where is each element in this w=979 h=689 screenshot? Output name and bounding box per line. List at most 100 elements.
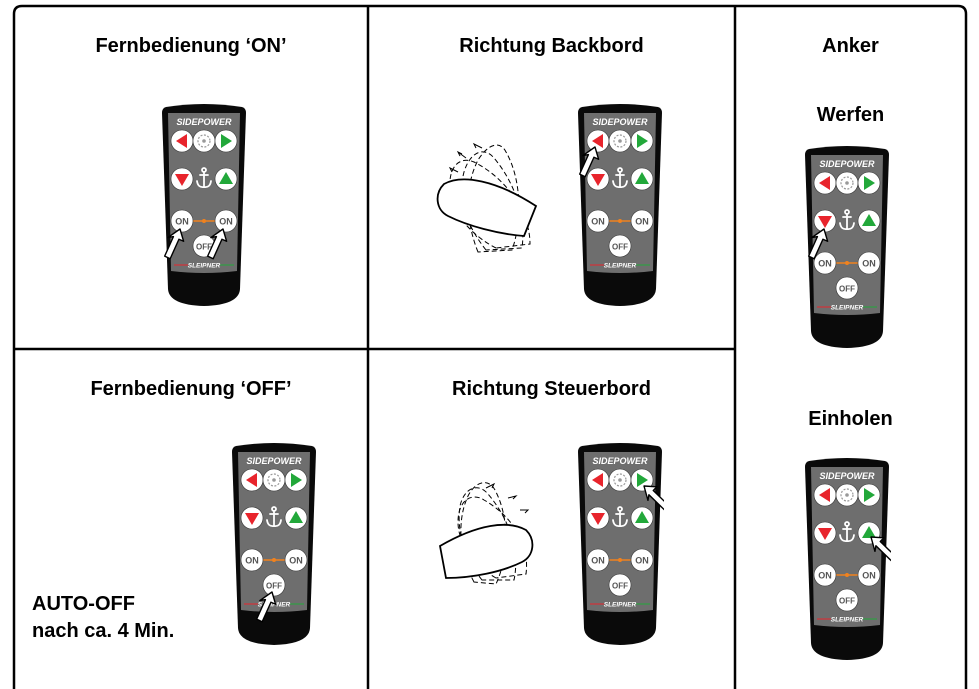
arrow-up-icon xyxy=(635,172,649,184)
status-led xyxy=(618,558,622,562)
anchor-icon xyxy=(612,506,628,528)
remote-control-on: SIDEPOWER ON ON OFF SLEIPNER xyxy=(160,103,248,307)
status-led xyxy=(272,558,276,562)
status-led xyxy=(845,573,849,577)
off-button xyxy=(835,588,859,612)
arrow-right-icon xyxy=(864,176,875,190)
boat-turning-starboard-icon xyxy=(438,482,534,585)
on-button-left xyxy=(170,209,194,233)
arrow-left-icon xyxy=(592,134,603,148)
auto-off-note: AUTO-OFF nach ca. 4 Min. xyxy=(32,591,174,645)
pointer-icon xyxy=(255,591,277,623)
remote-control-port: SIDEPOWER ON ON OFF SLEIPNER xyxy=(576,103,664,307)
cell-title-port: Richtung Backbord xyxy=(459,35,644,57)
arrow-right-icon xyxy=(864,488,875,502)
arrow-left-icon xyxy=(176,134,187,148)
remote-brand-label: SIDEPOWER xyxy=(176,117,232,127)
on-button-right-label: ON xyxy=(219,217,233,227)
arrow-down-icon xyxy=(175,174,189,186)
on-button-left-label: ON xyxy=(818,259,832,269)
remote-maker-label: SLEIPNER xyxy=(604,263,637,270)
on-button-right-label: ON xyxy=(635,217,649,227)
arrow-right-icon xyxy=(637,473,648,487)
remote-panel xyxy=(811,155,883,315)
thruster-icon xyxy=(840,176,854,190)
auto-off-note-line1: AUTO-OFF xyxy=(32,593,135,615)
status-led xyxy=(618,219,622,223)
arrow-down-icon xyxy=(245,513,259,525)
pointer-icon xyxy=(870,536,891,562)
pointer-icon xyxy=(578,146,600,178)
anchor-icon xyxy=(839,209,855,231)
arrow-up-icon xyxy=(219,172,233,184)
off-button-label: OFF xyxy=(839,285,855,294)
on-button-left-label: ON xyxy=(818,571,832,581)
on-button-left-label: ON xyxy=(245,556,259,566)
on-button-right xyxy=(630,548,654,572)
thruster-icon xyxy=(840,488,854,502)
remote-maker-label: SLEIPNER xyxy=(258,602,291,609)
cell-title-remote-off: Fernbedienung ‘OFF’ xyxy=(90,378,292,400)
on-button-right xyxy=(630,209,654,233)
arrow-down-icon xyxy=(591,174,605,186)
remote-brand-label: SIDEPOWER xyxy=(819,159,875,169)
remote-panel xyxy=(584,452,656,612)
off-button xyxy=(835,276,859,300)
status-led xyxy=(202,219,206,223)
arrow-up-icon xyxy=(635,511,649,523)
on-button-left xyxy=(586,209,610,233)
on-button-left-label: ON xyxy=(591,556,605,566)
status-led xyxy=(845,261,849,265)
pointer-icon xyxy=(807,228,829,260)
remote-panel xyxy=(238,452,310,612)
arrow-right-icon xyxy=(221,134,232,148)
on-button-right xyxy=(214,209,238,233)
on-button-right-label: ON xyxy=(862,259,876,269)
anchor-raise-label: Einholen xyxy=(808,408,893,430)
remote-brand-label: SIDEPOWER xyxy=(592,456,648,466)
thruster-icon xyxy=(197,134,211,148)
cell-title-starboard: Richtung Steuerbord xyxy=(452,378,651,400)
remote-maker-label: SLEIPNER xyxy=(188,263,221,270)
arrow-up-icon xyxy=(862,214,876,226)
remote-maker-label: SLEIPNER xyxy=(831,617,864,624)
anchor-icon xyxy=(196,167,212,189)
arrow-down-icon xyxy=(818,216,832,228)
on-button-left xyxy=(813,251,837,275)
on-button-right xyxy=(857,251,881,275)
arrow-up-icon xyxy=(289,511,303,523)
pointer-icon xyxy=(643,485,664,511)
on-button-right xyxy=(284,548,308,572)
remote-maker-label: SLEIPNER xyxy=(604,602,637,609)
arrow-left-icon xyxy=(819,176,830,190)
on-button-left-label: ON xyxy=(175,217,189,227)
on-button-left xyxy=(586,548,610,572)
arrow-down-icon xyxy=(591,513,605,525)
off-button-label: OFF xyxy=(266,582,282,591)
off-button-label: OFF xyxy=(196,243,212,252)
on-button-right-label: ON xyxy=(862,571,876,581)
anchor-icon xyxy=(266,506,282,528)
on-button-left xyxy=(240,548,264,572)
off-button-label: OFF xyxy=(612,243,628,252)
anchor-icon xyxy=(839,521,855,543)
remote-brand-label: SIDEPOWER xyxy=(246,456,302,466)
on-button-left xyxy=(813,563,837,587)
cell-title-remote-on: Fernbedienung ‘ON’ xyxy=(95,35,287,57)
remote-panel xyxy=(584,113,656,273)
on-button-left-label: ON xyxy=(591,217,605,227)
arrow-left-icon xyxy=(246,473,257,487)
arrow-right-icon xyxy=(637,134,648,148)
on-button-right-label: ON xyxy=(635,556,649,566)
remote-maker-label: SLEIPNER xyxy=(831,305,864,312)
remote-brand-label: SIDEPOWER xyxy=(592,117,648,127)
arrow-right-icon xyxy=(291,473,302,487)
remote-brand-label: SIDEPOWER xyxy=(819,471,875,481)
auto-off-note-line2: nach ca. 4 Min. xyxy=(32,620,175,642)
remote-panel xyxy=(811,467,883,627)
pointer-icon xyxy=(163,228,185,260)
